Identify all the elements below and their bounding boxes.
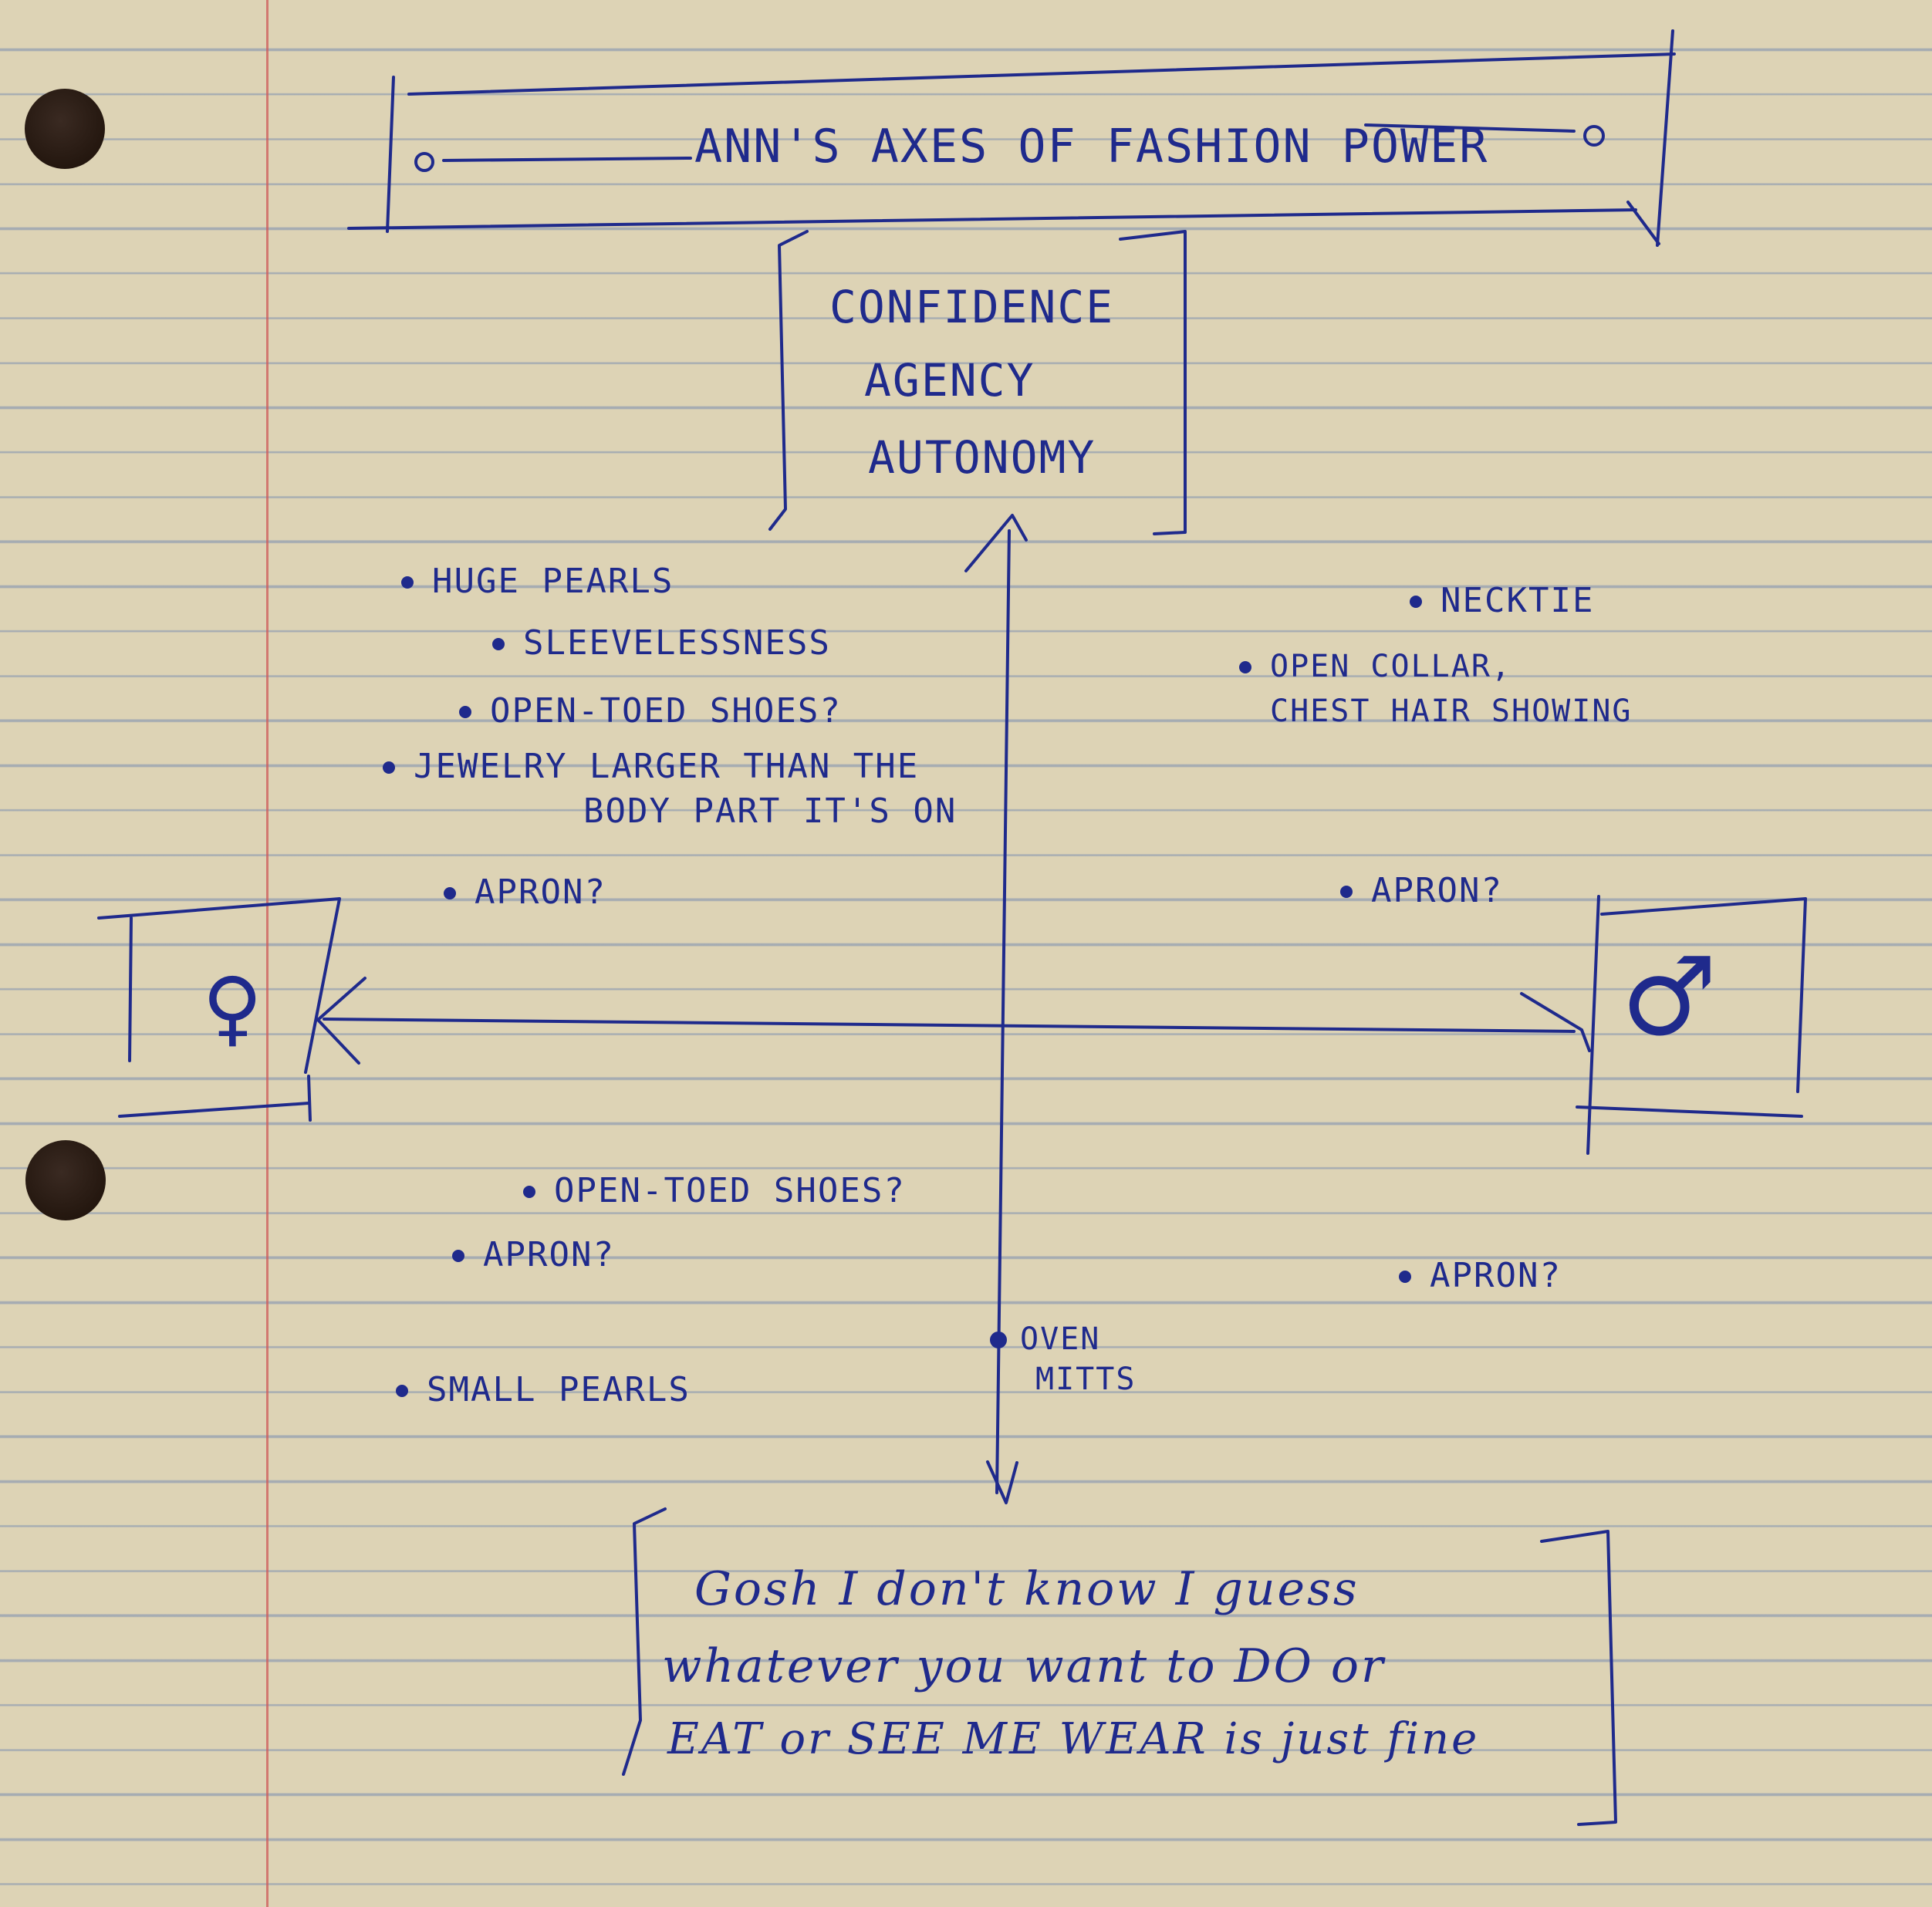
item-label-line-2: body part it's on — [583, 791, 958, 831]
list-item: Necktie — [1410, 579, 1594, 623]
list-item: Open-toed shoes? — [523, 1169, 906, 1213]
female-symbol-box — [97, 897, 341, 1122]
item-label-group: Jewelry larger than the body part it's o… — [414, 744, 957, 834]
list-item: Apron? — [1399, 1254, 1562, 1298]
bottom-axis-label-3: EAT or SEE ME WEAR is just fine — [667, 1714, 1480, 1764]
bottom-axis-label-2: whatever you want to DO or — [662, 1639, 1386, 1693]
list-item: Small pearls — [396, 1368, 691, 1413]
item-label-line-1: Open collar, — [1270, 649, 1511, 684]
bullet-dot — [1239, 661, 1251, 673]
bullet-dot — [1399, 1271, 1411, 1283]
item-label-line-2: chest hair showing — [1270, 694, 1633, 729]
item-label-group: Open collar, chest hair showing — [1270, 644, 1632, 734]
list-item: Jewelry larger than the body part it's o… — [383, 744, 957, 834]
item-label: Apron? — [1430, 1256, 1562, 1295]
bullet-dot — [459, 706, 471, 718]
item-label: Open-toed shoes? — [490, 691, 842, 731]
vertical-axis — [964, 514, 1028, 1504]
top-axis-label-3: Autonomy — [868, 431, 1096, 484]
item-label: Apron? — [483, 1235, 615, 1274]
item-label: Small pearls — [427, 1370, 691, 1409]
bullet-dot — [1410, 596, 1422, 608]
list-item: Open-toed shoes? — [459, 689, 842, 734]
top-axis-label-2: Agency — [864, 354, 1035, 407]
top-label-bracket — [768, 230, 1187, 535]
item-label: Apron? — [1371, 871, 1503, 910]
item-label: Necktie — [1441, 581, 1595, 620]
item-label: Huge pearls — [432, 562, 674, 601]
item-label: Sleevelessness — [523, 623, 831, 663]
bullet-dot — [444, 887, 456, 899]
male-symbol-box — [1576, 895, 1807, 1155]
list-item: Huge pearls — [401, 559, 674, 604]
top-axis-label-1: Confidence — [829, 281, 1115, 333]
list-item: Open collar, chest hair showing — [1239, 644, 1632, 734]
bullet-dot — [523, 1186, 535, 1198]
bottom-label-bracket — [622, 1507, 1617, 1826]
bullet-dot — [396, 1385, 408, 1397]
list-item: Apron? — [444, 870, 606, 915]
item-label-line-1: Jewelry larger than the — [414, 747, 920, 786]
item-label: Apron? — [475, 872, 606, 912]
item-label-line-1: Oven — [1020, 1321, 1101, 1357]
bottom-axis-label-1: Gosh I don't know I guess — [694, 1562, 1359, 1616]
item-label-line-2: mitts — [1035, 1362, 1137, 1397]
female-symbol: ♀ — [202, 948, 263, 1065]
title-banner-frame — [347, 29, 1676, 247]
on-axis-item: Oven mitts — [1020, 1319, 1136, 1399]
margin-line — [266, 0, 269, 1907]
list-item: Sleevelessness — [492, 621, 831, 666]
bullet-dot — [492, 638, 505, 650]
binder-hole-middle — [25, 1140, 106, 1220]
horizontal-axis — [316, 977, 1591, 1065]
bullet-dot — [452, 1250, 464, 1262]
diagram-title: Ann's Axes of Fashion Power — [694, 120, 1489, 174]
bullet-dot — [1340, 886, 1353, 898]
list-item: Apron? — [1340, 869, 1503, 913]
bullet-dot — [401, 576, 414, 589]
male-symbol: ♂ — [1628, 918, 1712, 1079]
binder-hole-top — [25, 89, 105, 169]
item-label: Open-toed shoes? — [554, 1171, 906, 1210]
bullet-dot — [383, 761, 395, 774]
list-item: Apron? — [452, 1233, 615, 1278]
